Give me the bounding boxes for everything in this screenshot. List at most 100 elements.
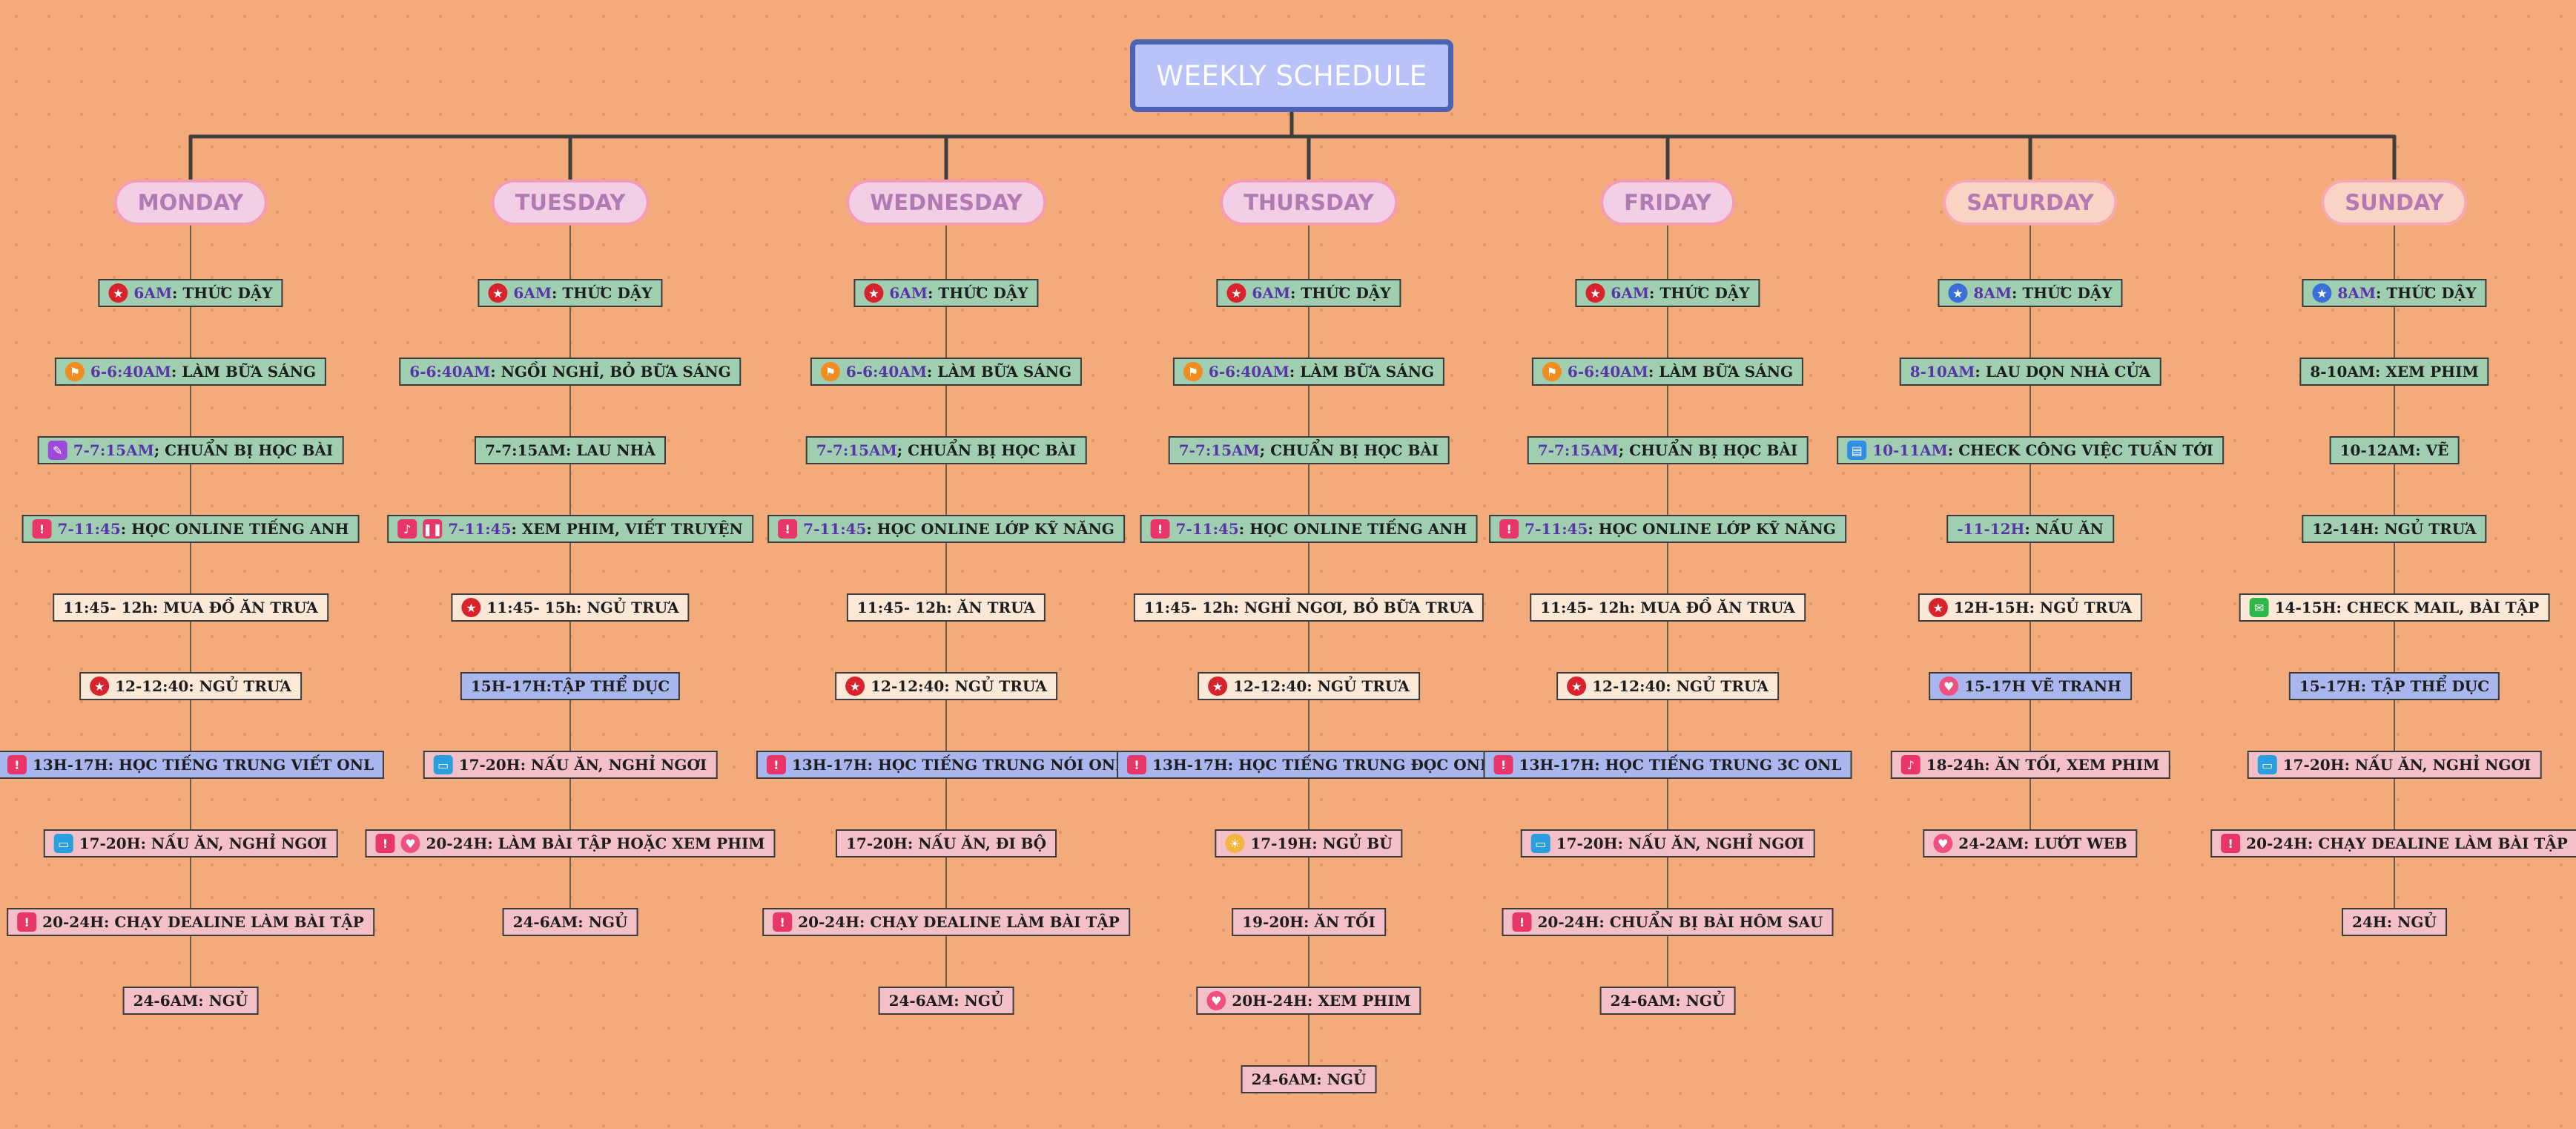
task-text: 11:45- 12h: ĂN TRƯA — [856, 599, 1036, 616]
task-node[interactable]: 24-6AM: NGỦ — [1599, 987, 1736, 1015]
task-node[interactable]: 6-6:40AM: NGỒI NGHỈ, BỎ BỮA SÁNG — [399, 358, 742, 386]
task-node[interactable]: 11:45- 12h: MUA ĐỒ ĂN TRƯA — [53, 593, 328, 622]
task-text: : LÀM BỮA SÁNG — [171, 363, 317, 381]
task-label: 6AM: THỨC DẬY — [1611, 284, 1749, 302]
task-node[interactable]: !20-24H: CHẠY DEALINE LÀM BÀI TẬP — [762, 908, 1130, 936]
task-node[interactable]: ⚑6-6:40AM: LÀM BỮA SÁNG — [54, 358, 327, 386]
task-node[interactable]: ★12H-15H: NGỦ TRƯA — [1918, 593, 2143, 622]
task-node[interactable]: ▭17-20H: NẤU ĂN, NGHỈ NGƠI — [423, 751, 718, 779]
task-node[interactable]: ★6AM: THỨC DẬY — [1575, 279, 1760, 307]
task-node[interactable]: 19-20H: ĂN TỐI — [1232, 908, 1386, 936]
task-node[interactable]: !20-24H: CHUẨN BỊ BÀI HÔM SAU — [1502, 908, 1834, 936]
day-header-tuesday[interactable]: TUESDAY — [491, 180, 650, 226]
task-node[interactable]: ★8AM: THỨC DẬY — [2302, 279, 2487, 307]
day-header-saturday[interactable]: SATURDAY — [1943, 180, 2118, 226]
task-node[interactable]: ✎7-7:15AM; CHUẨN BỊ HỌC BÀI — [37, 436, 344, 464]
task-label: 7-7:15AM; CHUẨN BỊ HỌC BÀI — [1538, 441, 1798, 459]
task-node[interactable]: ✉14-15H: CHECK MAIL, BÀI TẬP — [2239, 593, 2550, 622]
task-node[interactable]: ☀17-19H: NGỦ BÙ — [1215, 829, 1403, 858]
task-node[interactable]: ♥24-2AM: LƯỚT WEB — [1923, 829, 2138, 858]
day-header-monday[interactable]: MONDAY — [113, 180, 268, 226]
task-node[interactable]: 10-12AM: VẼ — [2329, 436, 2460, 464]
alert-icon: ! — [2221, 834, 2241, 853]
star-icon: ★ — [461, 598, 481, 617]
task-label: 6AM: THỨC DẬY — [513, 284, 652, 302]
task-node[interactable]: !20-24H: CHẠY DEALINE LÀM BÀI TẬP — [7, 908, 374, 936]
task-node[interactable]: 11:45- 12h: MUA ĐỒ ĂN TRƯA — [1530, 593, 1806, 622]
task-node[interactable]: !13H-17H: HỌC TIẾNG TRUNG 3C ONL — [1483, 751, 1852, 779]
task-node[interactable]: ★6AM: THỨC DẬY — [853, 279, 1039, 307]
task-text: : NẤU ĂN — [2024, 520, 2104, 538]
task-node[interactable]: !♥20-24H: LÀM BÀI TẬP HOẶC XEM PHIM — [365, 829, 776, 858]
task-node[interactable]: ★11:45- 15h: NGỦ TRƯA — [451, 593, 690, 622]
task-label: 6-6:40AM: NGỒI NGHỈ, BỎ BỮA SÁNG — [409, 363, 730, 381]
task-node[interactable]: ! 13H-17H: HỌC TIẾNG TRUNG VIẾT ONL — [0, 751, 385, 779]
task-node[interactable]: !7-11:45: HỌC ONLINE LỚP KỸ NĂNG — [1489, 515, 1846, 543]
task-node[interactable]: ♥15-17H VẼ TRANH — [1929, 672, 2132, 700]
task-node[interactable]: ★6AM: THỨC DẬY — [1216, 279, 1401, 307]
task-node[interactable]: 7-7:15AM; CHUẨN BỊ HỌC BÀI — [1168, 436, 1450, 464]
task-node[interactable]: ★8AM: THỨC DẬY — [1938, 279, 2123, 307]
task-node[interactable]: 8-10AM: XEM PHIM — [2299, 358, 2489, 386]
task-node[interactable]: ▭17-20H: NẤU ĂN, NGHỈ NGƠI — [1520, 829, 1815, 858]
task-node[interactable]: 11:45- 12h: ĂN TRƯA — [846, 593, 1046, 622]
task-text: 11:45- 12h: NGHỈ NGƠI, BỎ BỮA TRƯA — [1143, 599, 1474, 616]
task-text: 20-24H: CHUẨN BỊ BÀI HÔM SAU — [1537, 913, 1823, 931]
task-label: 11:45- 12h: MUA ĐỒ ĂN TRƯA — [63, 599, 318, 616]
task-node[interactable]: ★12-12:40: NGỦ TRƯA — [79, 672, 302, 700]
task-node[interactable]: !7-11:45: HỌC ONLINE TIẾNG ANH — [1140, 515, 1478, 543]
task-label: 7-7:15AM; CHUẨN BỊ HỌC BÀI — [816, 441, 1077, 459]
task-node[interactable]: ♪❚❚7-11:45: XEM PHIM, VIẾT TRUYỆN — [387, 515, 753, 543]
task-text: 13H-17H: HỌC TIẾNG TRUNG NÓI ONL — [791, 756, 1126, 774]
task-node[interactable]: 12-14H: NGỦ TRƯA — [2302, 515, 2487, 543]
task-node[interactable]: ▭17-20H: NẤU ĂN, NGHỈ NGƠI — [2247, 751, 2542, 779]
task-node[interactable]: 24H: NGỦ — [2342, 908, 2447, 936]
task-node[interactable]: 24-6AM: NGỦ — [502, 908, 638, 936]
task-node[interactable]: 8-10AM: LAU DỌN NHÀ CỬA — [1899, 358, 2161, 386]
day-header-friday[interactable]: FRIDAY — [1600, 180, 1735, 226]
task-time: 8-10AM — [1909, 363, 1975, 381]
task-label: 18-24h: ĂN TỐI, XEM PHIM — [1926, 756, 2160, 774]
task-node[interactable]: 11:45- 12h: NGHỈ NGƠI, BỎ BỮA TRƯA — [1133, 593, 1484, 622]
day-header-sunday[interactable]: SUNDAY — [2321, 180, 2468, 226]
task-text: 24-2AM: LƯỚT WEB — [1958, 835, 2127, 852]
task-node[interactable]: 7-7:15AM; CHUẨN BỊ HỌC BÀI — [1527, 436, 1809, 464]
day-header-thursday[interactable]: THURSDAY — [1220, 180, 1398, 226]
task-node[interactable]: ▭17-20H: NẤU ĂN, NGHỈ NGƠI — [43, 829, 338, 858]
music-icon: ♪ — [397, 519, 417, 539]
task-node[interactable]: 15-17H: TẬP THỂ DỤC — [2288, 672, 2500, 700]
task-node[interactable]: 24-6AM: NGỦ — [122, 987, 259, 1015]
task-node[interactable]: 17-20H: NẤU ĂN, ĐI BỘ — [836, 829, 1057, 858]
task-node[interactable]: ⚑6-6:40AM: LÀM BỮA SÁNG — [1172, 358, 1445, 386]
alert-icon: ! — [766, 755, 786, 774]
task-text: 17-20H: NẤU ĂN, NGHỈ NGƠI — [2282, 756, 2532, 774]
task-node[interactable]: !20-24H: CHẠY DEALINE LÀM BÀI TẬP — [2210, 829, 2576, 858]
task-node[interactable]: ▤10-11AM: CHECK CÔNG VIỆC TUẦN TỚI — [1837, 436, 2224, 464]
task-text: 13H-17H: HỌC TIẾNG TRUNG VIẾT ONL — [32, 756, 374, 774]
alert-icon: ! — [7, 755, 27, 774]
task-node[interactable]: ★6AM: THỨC DẬY — [478, 279, 663, 307]
task-node[interactable]: ⚑6-6:40AM: LÀM BỮA SÁNG — [1531, 358, 1804, 386]
task-node[interactable]: !7-11:45: HỌC ONLINE TIẾNG ANH — [22, 515, 360, 543]
task-node[interactable]: ★12-12:40: NGỦ TRƯA — [1556, 672, 1779, 700]
task-node[interactable]: ♪18-24h: ĂN TỐI, XEM PHIM — [1890, 751, 2170, 779]
task-node[interactable]: !7-11:45: HỌC ONLINE LỚP KỸ NĂNG — [767, 515, 1125, 543]
alert-icon: ! — [1499, 519, 1519, 539]
task-node[interactable]: 24-6AM: NGỦ — [1241, 1065, 1377, 1093]
task-node[interactable]: ★12-12:40: NGỦ TRƯA — [1198, 672, 1420, 700]
task-node[interactable]: ! 13H-17H: HỌC TIẾNG TRUNG NÓI ONL — [756, 751, 1137, 779]
task-node[interactable]: 15H-17H:TẬP THỂ DỤC — [460, 672, 681, 700]
task-label: 6-6:40AM: LÀM BỮA SÁNG — [1568, 363, 1793, 381]
task-node[interactable]: ⚑6-6:40AM: LÀM BỮA SÁNG — [810, 358, 1083, 386]
task-node[interactable]: ★6AM: THỨC DẬY — [98, 279, 283, 307]
day-header-wednesday[interactable]: WEDNESDAY — [846, 180, 1046, 226]
task-node[interactable]: ★12-12:40: NGỦ TRƯA — [835, 672, 1057, 700]
task-node[interactable]: 24-6AM: NGỦ — [878, 987, 1014, 1015]
task-node[interactable]: 7-7:15AM: LAU NHÀ — [474, 436, 667, 464]
task-text: 12-14H: NGỦ TRƯA — [2312, 520, 2477, 538]
task-time: 8AM — [2337, 284, 2376, 302]
task-node[interactable]: ♥20H-24H: XEM PHIM — [1196, 987, 1421, 1015]
task-node[interactable]: 7-7:15AM; CHUẨN BỊ HỌC BÀI — [805, 436, 1087, 464]
task-node[interactable]: -11-12H: NẤU ĂN — [1946, 515, 2114, 543]
task-node[interactable]: !13H-17H: HỌC TIẾNG TRUNG ĐỌC ONL — [1117, 751, 1501, 779]
